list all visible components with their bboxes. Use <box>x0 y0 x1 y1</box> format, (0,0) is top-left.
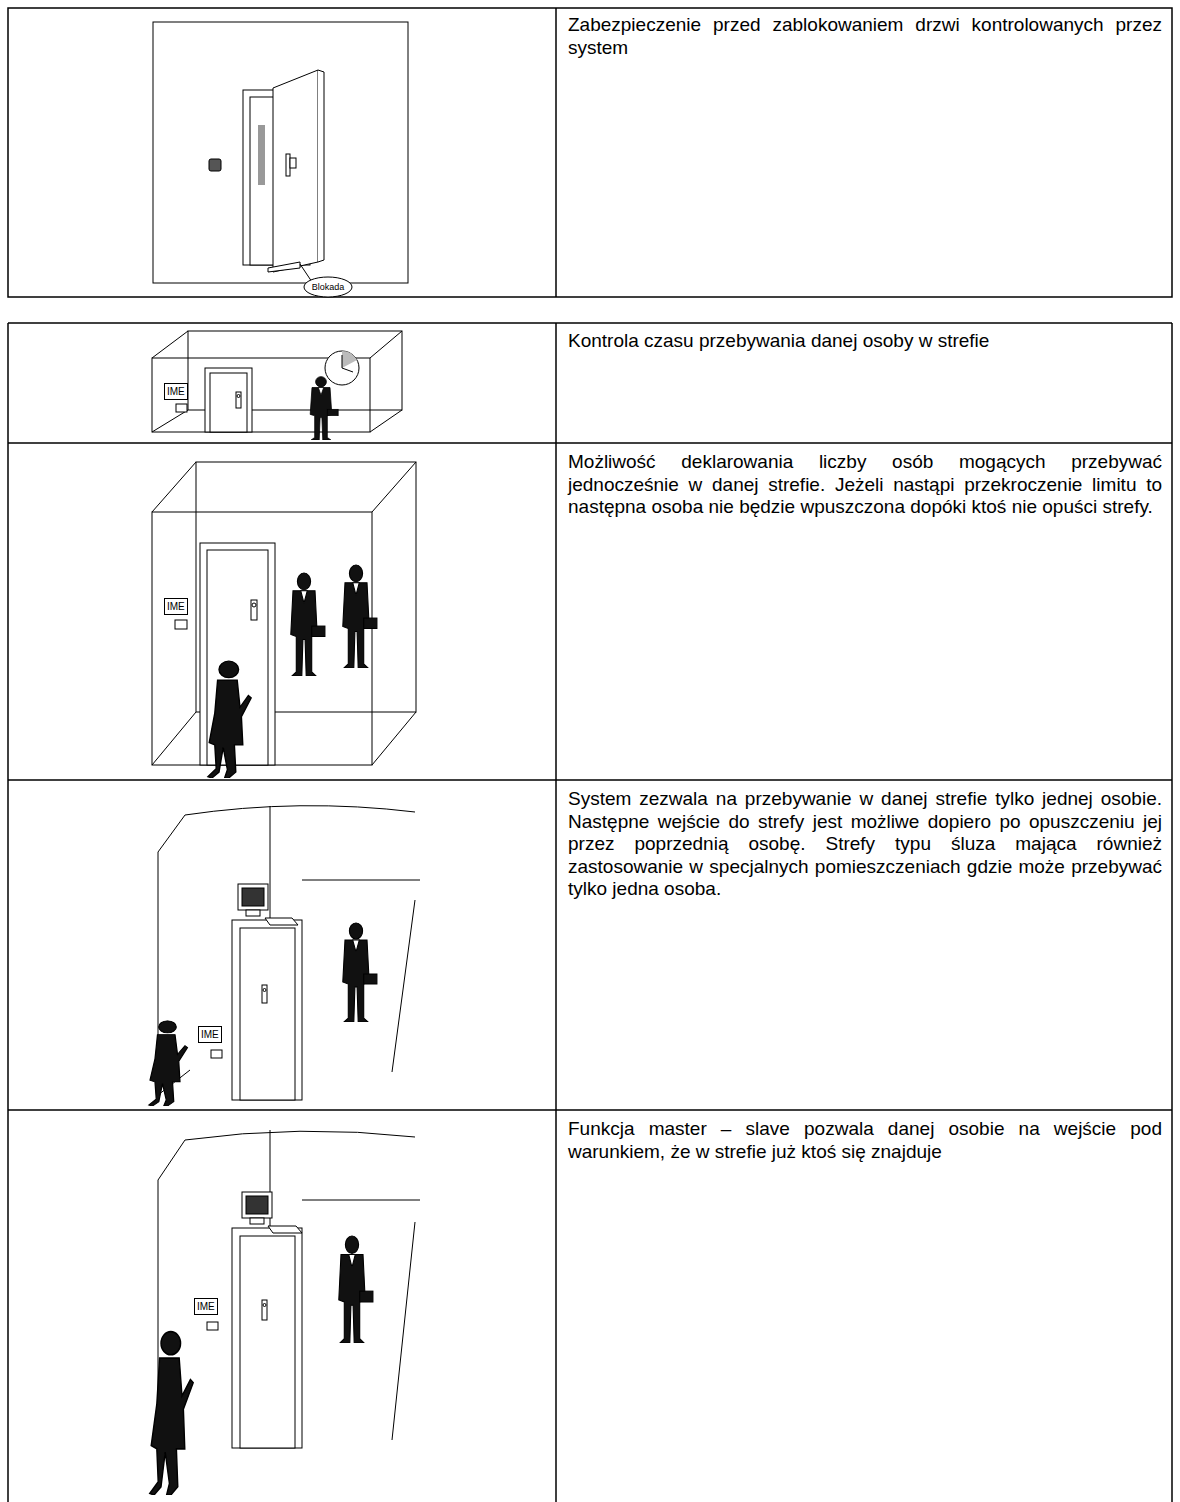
person-limit-illustration <box>152 462 416 778</box>
cell-text: Zabezpieczenie przed zablokowaniem drzwi… <box>568 14 1162 59</box>
reader-label: IME <box>164 598 188 615</box>
reader-label: IME <box>194 1298 218 1315</box>
time-in-zone-illustration <box>152 331 402 440</box>
reader-label: IME <box>164 383 188 400</box>
text-cell: Zabezpieczenie przed zablokowaniem drzwi… <box>568 14 1162 59</box>
cell-text: System zezwala na przebywanie w danej st… <box>568 788 1162 901</box>
reader-label: IME <box>198 1026 222 1043</box>
text-cell: Funkcja master – slave pozwala danej oso… <box>568 1118 1162 1163</box>
table-frame <box>8 8 1172 1502</box>
door-blockade-illustration <box>153 22 408 297</box>
cell-text: Kontrola czasu przebywania danej osoby w… <box>568 330 1162 353</box>
master-slave-illustration <box>150 1130 420 1495</box>
text-cell: Możliwość deklarowania liczby osób mogąc… <box>568 451 1162 519</box>
text-cell: System zezwala na przebywanie w danej st… <box>568 788 1162 901</box>
callout-label: Blokada <box>312 282 345 293</box>
cell-text: Możliwość deklarowania liczby osób mogąc… <box>568 451 1162 519</box>
cell-text: Funkcja master – slave pozwala danej oso… <box>568 1118 1162 1163</box>
airlock-illustration <box>149 806 420 1106</box>
text-cell: Kontrola czasu przebywania danej osoby w… <box>568 330 1162 353</box>
